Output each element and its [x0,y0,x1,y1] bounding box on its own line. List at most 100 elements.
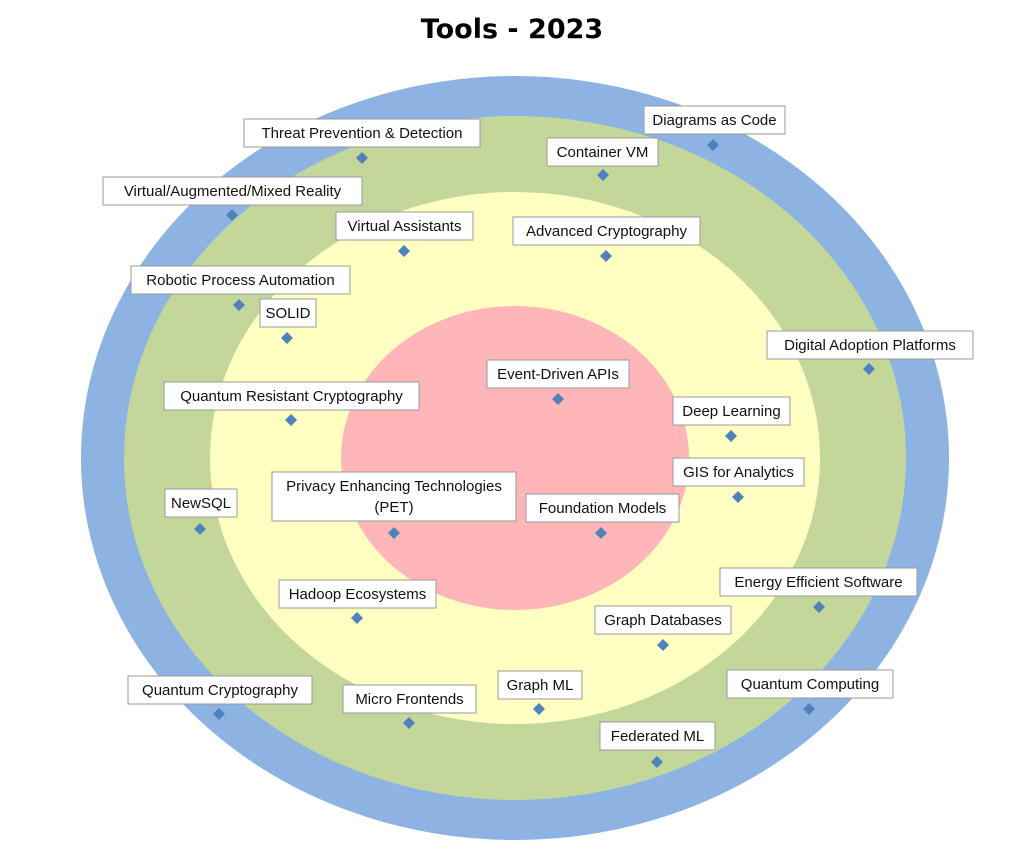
item-marker [863,363,875,375]
item-marker [403,717,415,729]
label-box [243,118,481,148]
ring-core [341,306,689,610]
label-box [594,605,732,635]
label-box [512,216,701,246]
radar-item-solid: SOLID [259,298,317,344]
radar-item-graph-ml: Graph ML [497,670,583,715]
item-label: Event-Driven APIs [497,366,619,383]
item-marker [597,169,609,181]
item-marker [651,756,663,768]
label-box [643,105,786,135]
item-label: Hadoop Ecosystems [289,586,427,603]
item-label: Quantum Computing [741,676,879,693]
radar-item-advanced-cryptography: Advanced Cryptography [512,216,701,262]
label-box [163,381,420,411]
label-box [342,684,477,714]
item-marker [595,527,607,539]
item-label: Threat Prevention & Detection [262,125,463,142]
radar-item-virtual-augmented-mixed-reality: Virtual/Augmented/Mixed Reality [102,176,363,221]
page-title: Tools - 2023 [420,14,604,45]
item-marker [226,209,238,221]
item-label: Graph Databases [604,612,722,629]
radar-item-micro-frontends: Micro Frontends [342,684,477,729]
item-marker [533,703,545,715]
radar-item-hadoop-ecosystems: Hadoop Ecosystems [278,579,437,624]
item-label: SOLID [265,305,310,322]
label-box [102,176,363,206]
item-label: Graph ML [507,677,574,694]
item-marker [725,430,737,442]
item-marker [813,601,825,613]
radar-items: Threat Prevention & Detection Diagrams as… [102,105,974,768]
item-marker [657,639,669,651]
item-marker [600,250,612,262]
label-box [672,396,791,426]
item-marker [213,708,225,720]
item-label: Virtual/Augmented/Mixed Reality [124,183,342,200]
item-label: Energy Efficient Software [734,574,902,591]
item-marker [356,152,368,164]
radar-item-newsql: NewSQL [164,488,238,535]
item-marker [285,414,297,426]
label-box [525,493,680,523]
item-label: NewSQL [171,495,231,512]
item-label: Quantum Cryptography [142,682,298,699]
item-label: Container VM [557,144,649,161]
item-label: GIS for Analytics [683,464,794,481]
radar-item-container-vm: Container VM [546,137,659,181]
item-marker [803,703,815,715]
item-label: Federated ML [611,728,704,745]
item-label: Digital Adoption Platforms [784,337,956,354]
item-label: (PET) [374,499,413,516]
label-box [271,471,517,522]
radar-item-foundation-models: Foundation Models [525,493,680,539]
item-label: Virtual Assistants [348,218,462,235]
item-label: Robotic Process Automation [146,272,334,289]
item-marker [194,523,206,535]
radar-item-energy-efficient-software: Energy Efficient Software [719,567,918,613]
item-marker [707,139,719,151]
item-label: Diagrams as Code [652,112,776,129]
item-marker [552,393,564,405]
label-box [766,330,974,360]
item-marker [281,332,293,344]
item-marker [233,299,245,311]
radar-item-diagrams-as-code: Diagrams as Code [643,105,786,151]
label-box [672,457,805,487]
label-box [726,669,894,699]
label-box [164,488,238,518]
item-marker [388,527,400,539]
radar-item-robotic-process-automation: Robotic Process Automation [130,265,351,311]
item-marker [398,245,410,257]
label-box [546,137,659,167]
radar-item-deep-learning: Deep Learning [672,396,791,442]
item-label: Privacy Enhancing Technologies [286,478,502,495]
radar-item-quantum-resistant-cryptography: Quantum Resistant Cryptography [163,381,420,426]
item-marker [732,491,744,503]
radar-item-event-driven-apis: Event-Driven APIs [486,359,630,405]
label-box [127,675,313,705]
label-box [130,265,351,295]
radar-item-quantum-cryptography: Quantum Cryptography [127,675,313,720]
label-box [497,670,583,700]
item-marker [351,612,363,624]
label-box [599,721,716,751]
radar-item-gis-for-analytics: GIS for Analytics [672,457,805,503]
radar-item-graph-databases: Graph Databases [594,605,732,651]
radar-item-threat-prevention-detection: Threat Prevention & Detection [243,118,481,164]
label-box [335,211,474,241]
radar-item-digital-adoption-platforms: Digital Adoption Platforms [766,330,974,375]
label-box [259,298,317,328]
radar-item-privacy-enhancing-technologies: Privacy Enhancing Technologies (PET) [271,471,517,539]
label-box [719,567,918,597]
radar-item-federated-ml: Federated ML [599,721,716,768]
item-label: Advanced Cryptography [526,223,687,240]
radar-item-virtual-assistants: Virtual Assistants [335,211,474,257]
radar-item-quantum-computing: Quantum Computing [726,669,894,715]
item-label: Quantum Resistant Cryptography [180,388,403,405]
label-box [278,579,437,609]
item-label: Foundation Models [539,500,667,517]
label-box [486,359,630,389]
item-label: Deep Learning [682,403,780,420]
